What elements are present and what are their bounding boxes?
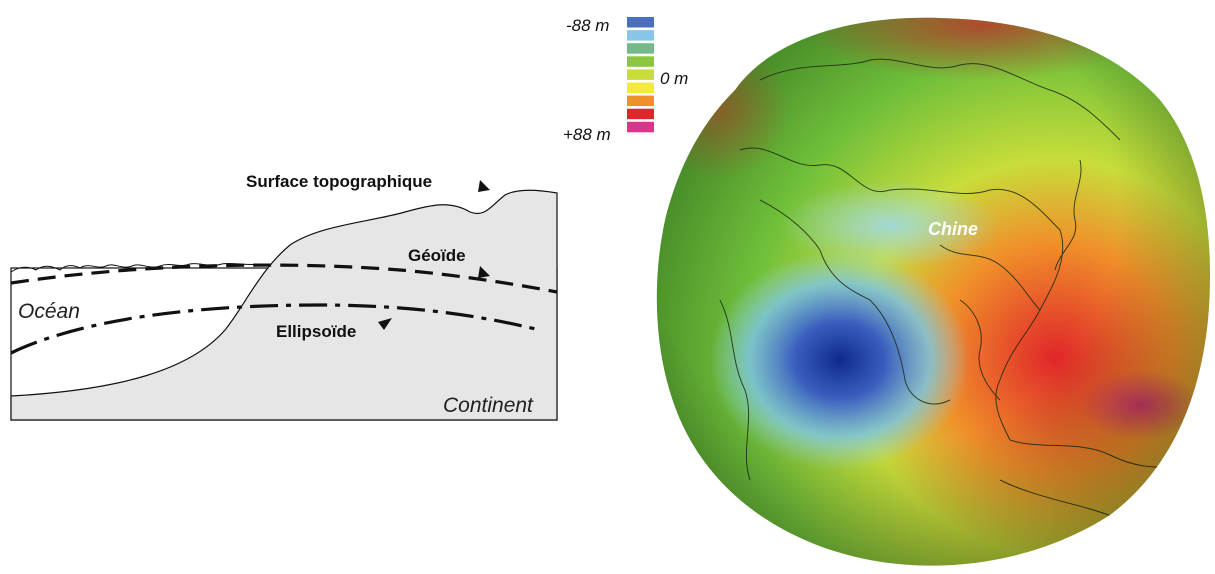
legend-swatch	[627, 82, 654, 93]
ellipsoid-arrow	[378, 318, 392, 330]
geoid-globe: Chine	[656, 17, 1211, 566]
color-scale-legend: -88 m 0 m +88 m	[563, 16, 688, 144]
legend-swatch	[627, 121, 654, 133]
legend-swatch	[627, 95, 654, 107]
ocean-label: Océan	[18, 300, 80, 323]
geoide-label: Géoïde	[408, 246, 466, 265]
geoid-line	[10, 263, 558, 294]
chine-label: Chine	[928, 219, 978, 239]
legend-swatch	[627, 43, 654, 54]
geoid-arrow	[478, 266, 490, 278]
ellipsoid-line	[10, 303, 541, 355]
legend-swatch	[627, 69, 654, 80]
ellipsoide-label: Ellipsoïde	[276, 322, 356, 341]
continent-shape	[10, 189, 558, 421]
legend-swatch	[627, 56, 654, 67]
legend-swatches	[627, 17, 654, 133]
legend-swatch	[627, 17, 654, 28]
surface-topographique-label: Surface topographique	[246, 172, 432, 191]
continent-label: Continent	[443, 394, 534, 417]
legend-swatch	[627, 108, 654, 120]
cross-section-diagram: Surface topographique Géoïde Ellipsoïde …	[10, 172, 558, 421]
surface-arrow	[478, 180, 490, 192]
legend-min-label: -88 m	[566, 16, 609, 35]
legend-max-label: +88 m	[563, 125, 611, 144]
legend-swatch	[627, 30, 654, 41]
legend-mid-label: 0 m	[660, 69, 688, 88]
globe-shading	[656, 17, 1211, 566]
